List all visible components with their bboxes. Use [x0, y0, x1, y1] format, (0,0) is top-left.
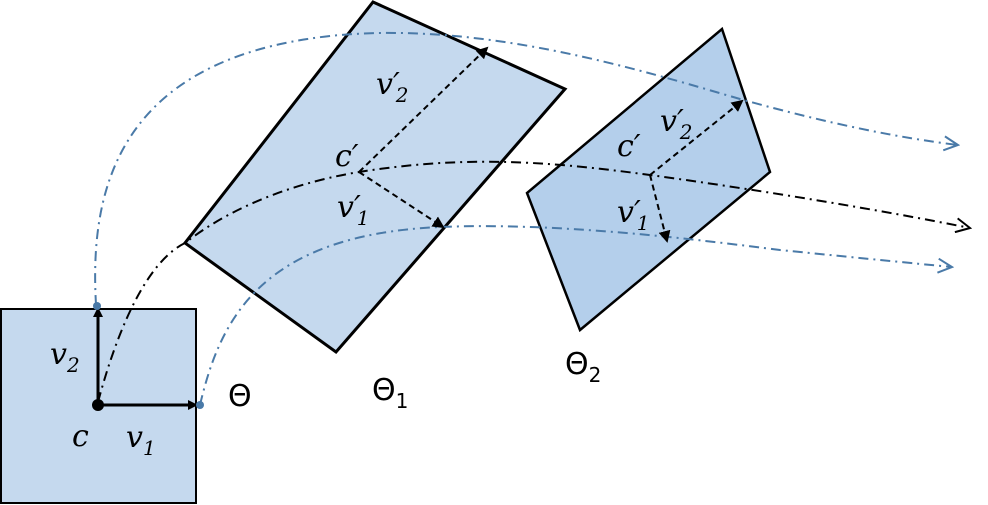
- flow-curve-v2: [94, 31, 958, 306]
- label-v1-prime-1: v′1: [337, 190, 370, 230]
- label-c: c: [72, 419, 89, 454]
- label-theta1: Θ1: [372, 373, 408, 413]
- flow-curve-c: [97, 160, 970, 403]
- label-v1: v1: [126, 420, 156, 460]
- c-point: [92, 399, 104, 411]
- theta2-shape: [525, 26, 772, 333]
- label-c-prime-2: c′: [617, 129, 641, 164]
- v1-prime-vector-1: [358, 171, 445, 229]
- label-v2-prime-2: v′2: [660, 104, 693, 144]
- label-v1-prime-2: v′1: [617, 195, 650, 235]
- label-theta: Θ: [228, 379, 252, 414]
- label-v2-prime-1: v′2: [376, 67, 409, 107]
- label-v2: v2: [50, 337, 80, 377]
- v1-prime-vector-2: [649, 174, 671, 243]
- flow-curve-v1: [199, 225, 952, 406]
- label-theta2: Θ2: [565, 347, 601, 387]
- theta1-shape: [182, 0, 568, 355]
- v1-endpoint: [196, 401, 204, 409]
- label-c-prime-1: c′: [335, 139, 359, 174]
- v2-endpoint: [93, 302, 101, 310]
